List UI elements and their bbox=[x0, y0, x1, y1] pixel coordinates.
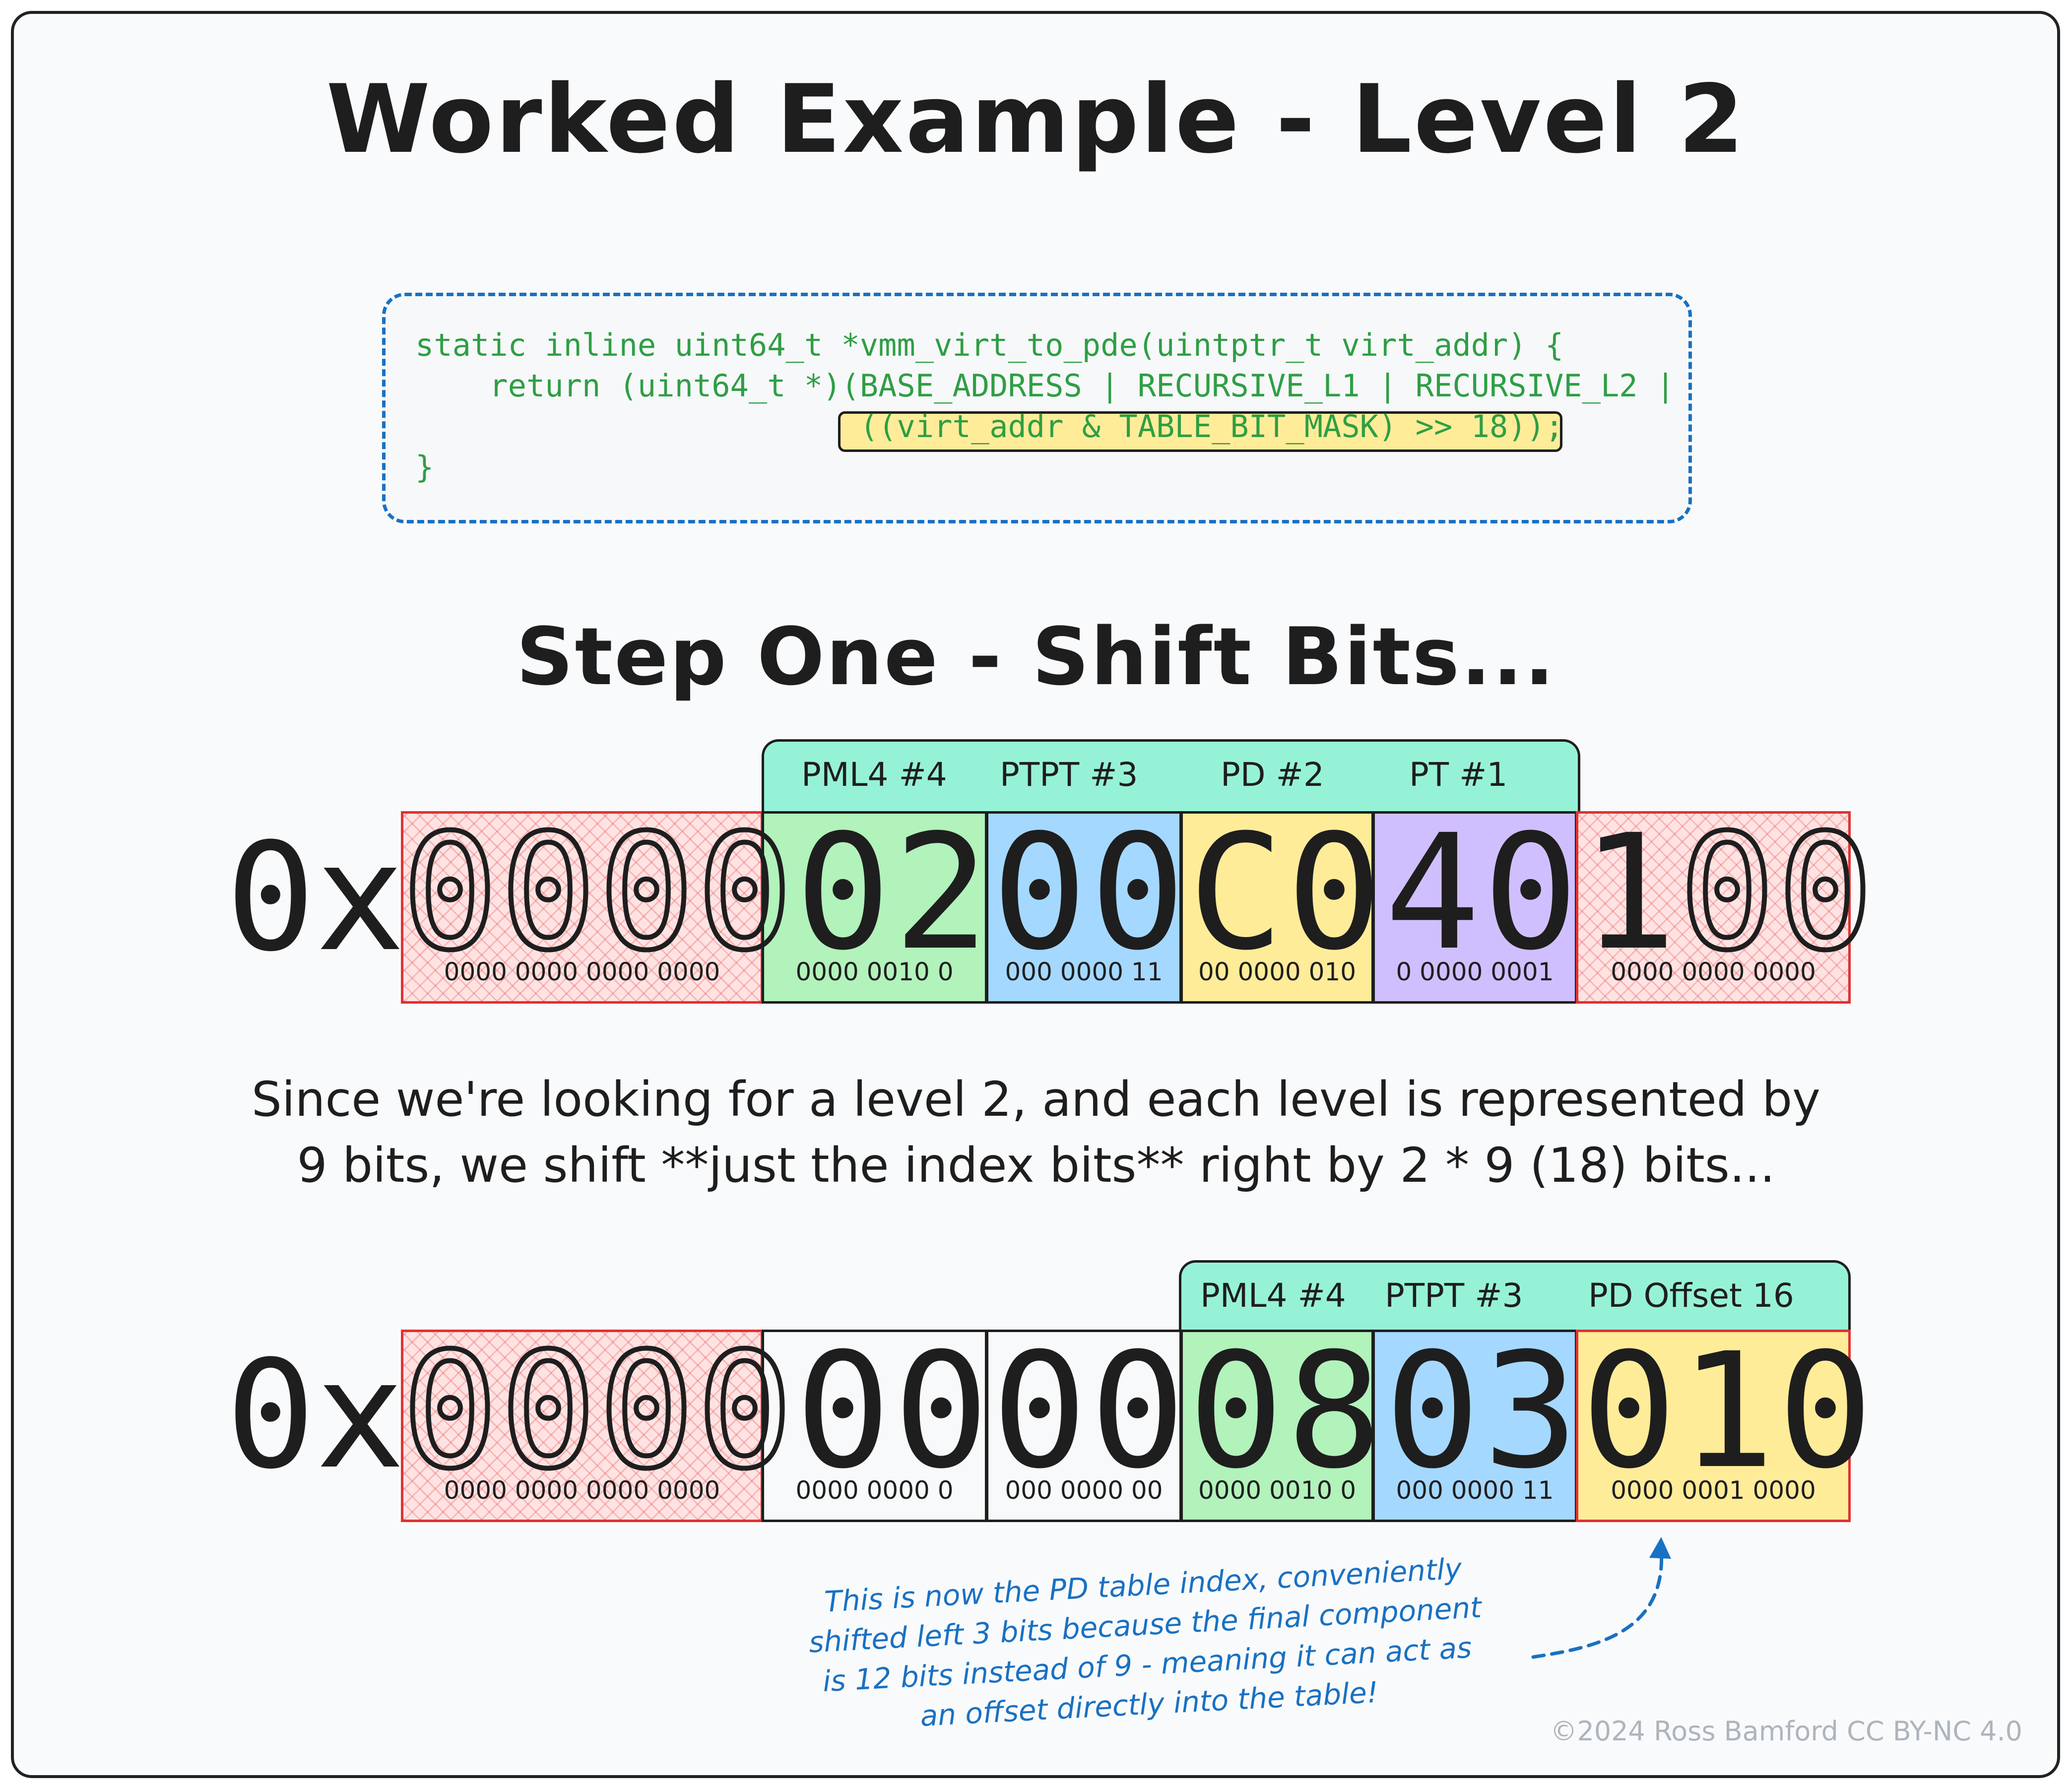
tab-label-ptpt: PTPT #3 bbox=[1000, 756, 1138, 794]
row2-hex-prefix: 0x bbox=[226, 1329, 405, 1502]
row2-segment-pd-offset: 0000 0001 0000 bbox=[1576, 1330, 1851, 1522]
row2-digit: 0 bbox=[893, 1319, 989, 1504]
row2-digit: 0 bbox=[795, 1319, 891, 1504]
row1-bits-pml4: 0000 0010 0 bbox=[795, 958, 954, 986]
row2-segment-pml4: 0000 0010 0 bbox=[1180, 1330, 1374, 1522]
row2-bits-ptpt: 000 0000 11 bbox=[1396, 1476, 1554, 1505]
row1-digit: 0 bbox=[1286, 801, 1382, 985]
row1-segment-pt: 0 0000 0001 bbox=[1372, 811, 1577, 1004]
row1-digit: 4 bbox=[1384, 801, 1481, 985]
row2-segment-zero-b: 000 0000 00 bbox=[986, 1330, 1182, 1522]
row1-segment-pd: 00 0000 010 bbox=[1180, 811, 1374, 1004]
explanation-line-1: Since we're looking for a level 2, and e… bbox=[252, 1072, 1820, 1127]
tab-label-pd: PD #2 bbox=[1221, 756, 1324, 794]
code-highlight bbox=[838, 411, 1562, 452]
row1-bits-pd: 00 0000 010 bbox=[1198, 958, 1357, 986]
row2-digit: 0 bbox=[991, 1319, 1088, 1504]
row2-segment-sign-extension: 0000 0000 0000 0000 bbox=[401, 1330, 763, 1522]
main-title: Worked Example - Level 2 bbox=[326, 64, 1746, 174]
code-line-2: return (uint64_t *)(BASE_ADDRESS | RECUR… bbox=[415, 368, 1675, 404]
step-title: Step One - Shift Bits... bbox=[516, 610, 1556, 703]
code-line-3: ((virt_addr & TABLE_BIT_MASK) >> 18)); bbox=[415, 408, 1564, 445]
row1-hex-digits: 00000200C040100 bbox=[400, 801, 1876, 985]
row1-digit: 0 bbox=[498, 801, 599, 985]
row1-segment-ptpt: 000 0000 11 bbox=[986, 811, 1182, 1004]
row1-digit: 0 bbox=[1677, 801, 1778, 985]
row1-digit: 0 bbox=[1483, 801, 1579, 985]
row1-segment-offset: 0000 0000 0000 bbox=[1576, 811, 1851, 1004]
row1-digit: C bbox=[1188, 801, 1284, 985]
code-line-1: static inline uint64_t *vmm_virt_to_pde(… bbox=[415, 327, 1564, 363]
row1-bits-ptpt: 000 0000 11 bbox=[1005, 958, 1163, 986]
row1-hex-prefix: 0x bbox=[226, 811, 405, 984]
tab-label-pt: PT #1 bbox=[1409, 756, 1508, 794]
tab-label-pml4: PML4 #4 bbox=[1200, 1277, 1346, 1315]
row2-bits-pd-offset: 0000 0001 0000 bbox=[1611, 1476, 1816, 1505]
row2-digit: 0 bbox=[596, 1319, 697, 1504]
row2-digit: 1 bbox=[1679, 1319, 1775, 1504]
row2-digit: 8 bbox=[1286, 1319, 1382, 1504]
row2-bits-sign-extension: 0000 0000 0000 0000 bbox=[444, 1476, 720, 1505]
row2-digit: 0 bbox=[1384, 1319, 1481, 1504]
explanation-line-2: 9 bits, we shift **just the index bits**… bbox=[297, 1138, 1775, 1193]
row1-digit: 2 bbox=[893, 801, 989, 985]
row1-digit: 0 bbox=[695, 801, 795, 985]
row1-segment-pml4: 0000 0010 0 bbox=[762, 811, 987, 1004]
row2-digit: 0 bbox=[1777, 1319, 1874, 1504]
row2-hex-digits: 000000000803010 bbox=[400, 1319, 1875, 1504]
annotation-arrow-icon bbox=[1531, 1537, 1671, 1659]
row2-segment-zero-a: 0000 0000 0 bbox=[762, 1330, 987, 1522]
row2-digit: 0 bbox=[1581, 1319, 1677, 1504]
tab-label-pd-offset: PD Offset 16 bbox=[1588, 1277, 1794, 1315]
row2-digit: 0 bbox=[1090, 1319, 1186, 1504]
row2-bits-pml4: 0000 0010 0 bbox=[1198, 1476, 1357, 1505]
row1-digit: 0 bbox=[1090, 801, 1186, 985]
row2-digit: 0 bbox=[1188, 1319, 1284, 1504]
row2-bits-zero-a: 0000 0000 0 bbox=[795, 1476, 954, 1505]
row1-bits-sign-extension: 0000 0000 0000 0000 bbox=[444, 958, 720, 986]
row2-bits-zero-b: 000 0000 00 bbox=[1005, 1476, 1163, 1505]
code-line-4: } bbox=[415, 449, 434, 485]
row2-digit: 3 bbox=[1483, 1319, 1579, 1504]
copyright-credit: ©2024 Ross Bamford CC BY-NC 4.0 bbox=[1550, 1716, 2022, 1747]
row1-bits-offset: 0000 0000 0000 bbox=[1611, 958, 1816, 986]
row1-digit: 0 bbox=[400, 801, 501, 985]
row1-digit: 1 bbox=[1581, 801, 1677, 985]
row1-digit: 0 bbox=[795, 801, 891, 985]
row2-digit: 0 bbox=[400, 1319, 501, 1504]
row2-digit: 0 bbox=[498, 1319, 599, 1504]
row1-bits-pt: 0 0000 0001 bbox=[1396, 958, 1554, 986]
code-block: static inline uint64_t *vmm_virt_to_pde(… bbox=[382, 293, 1692, 523]
row1-index-tab: PML4 #4 PTPT #3 PD #2 PT #1 bbox=[762, 739, 1580, 819]
row1-digit: 0 bbox=[991, 801, 1088, 985]
row2-digit: 0 bbox=[695, 1319, 795, 1504]
row2-index-tab: PML4 #4 PTPT #3 PD Offset 16 bbox=[1179, 1260, 1851, 1340]
row1-digit: 0 bbox=[1775, 801, 1876, 985]
row1-segment-sign-extension: 0000 0000 0000 0000 bbox=[401, 811, 763, 1004]
row1-digit: 0 bbox=[596, 801, 697, 985]
tab-label-pml4: PML4 #4 bbox=[801, 756, 947, 794]
tab-label-ptpt: PTPT #3 bbox=[1385, 1277, 1523, 1315]
